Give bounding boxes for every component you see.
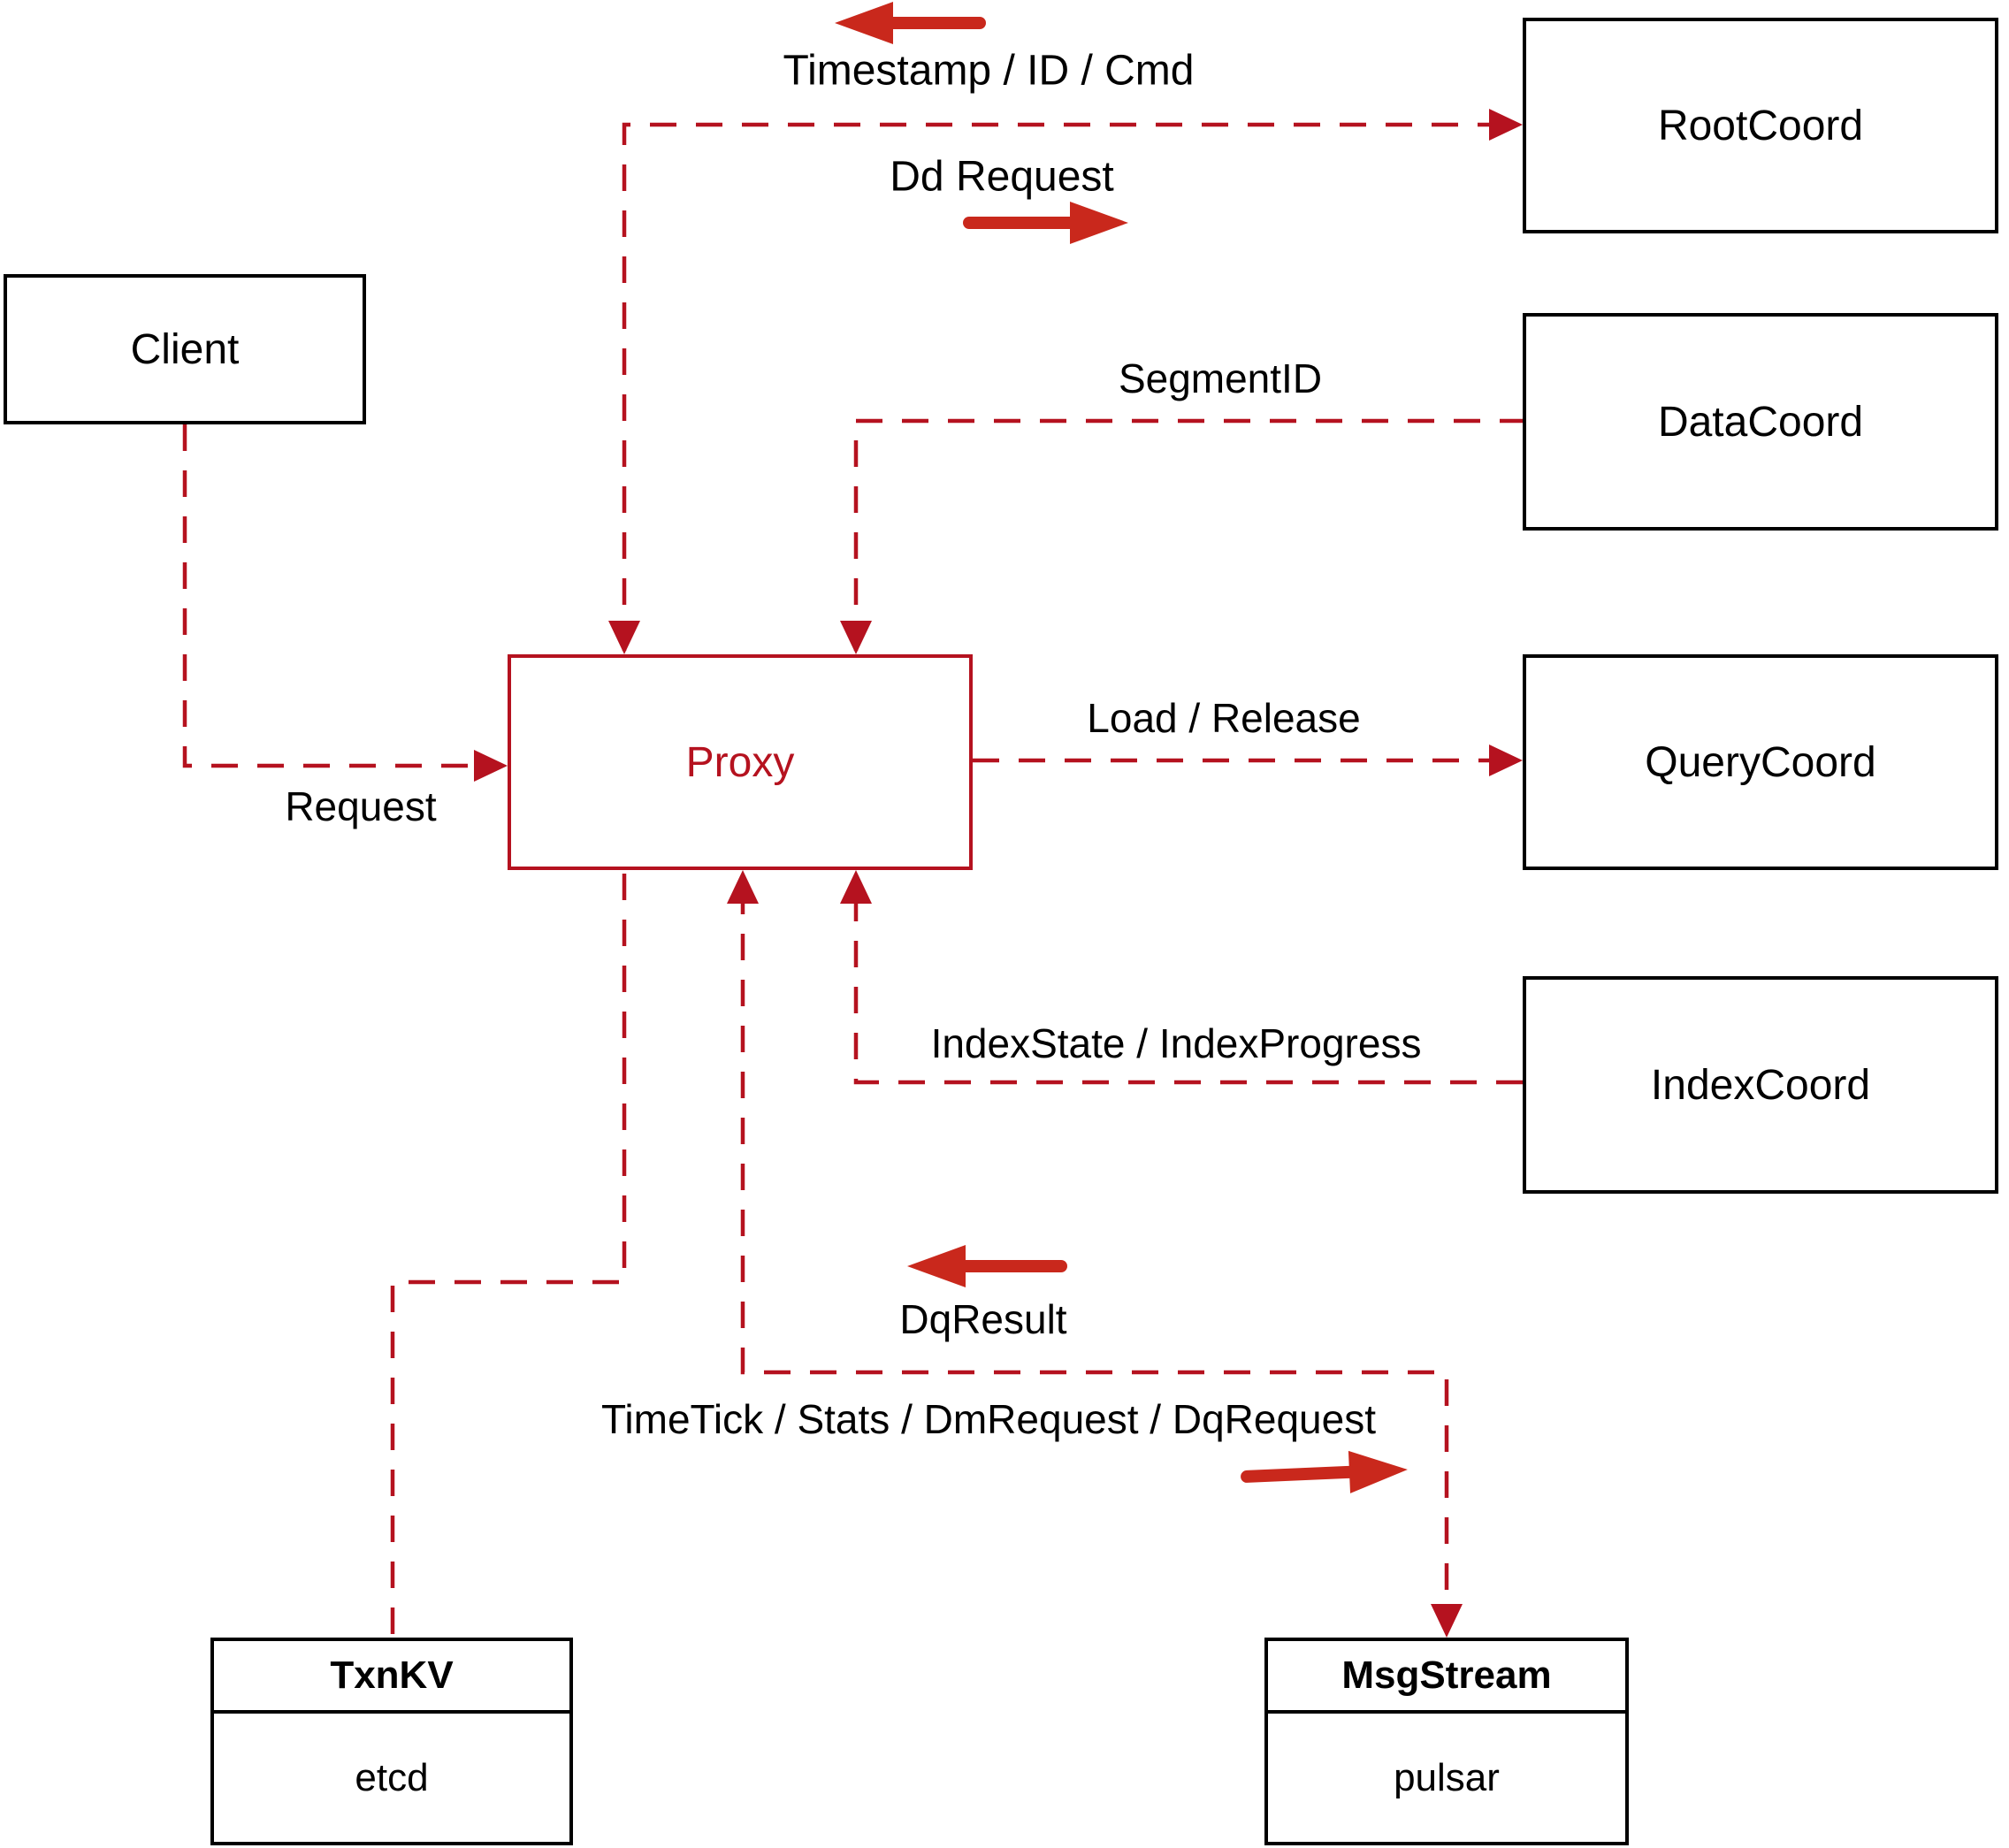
- edge-label-dd-request: Dd Request: [890, 153, 1114, 201]
- edge-label-timestamp-id-cmd: Timestamp / ID / Cmd: [783, 47, 1195, 95]
- node-msgstream: MsgStream pulsar: [1264, 1638, 1629, 1845]
- node-client: Client: [4, 274, 366, 424]
- node-proxy-label: Proxy: [685, 738, 795, 786]
- node-querycoord-label: QueryCoord: [1645, 738, 1876, 786]
- node-txnkv: TxnKV etcd: [210, 1638, 573, 1845]
- node-txnkv-title: TxnKV: [214, 1641, 569, 1714]
- arrow-right-icon-timetick: [1241, 1450, 1408, 1493]
- connector-proxy-msgstream: [740, 888, 1449, 1620]
- connector-proxy-rootcoord: [622, 122, 1505, 651]
- connector-indexcoord-proxy: [853, 888, 1523, 1085]
- arrowhead-into-proxy-top-left: [608, 621, 640, 654]
- arrowhead-into-proxy-bottom-middle: [727, 870, 759, 904]
- node-msgstream-impl: pulsar: [1394, 1755, 1500, 1799]
- node-indexcoord-label: IndexCoord: [1650, 1061, 1871, 1109]
- edge-label-segment-id: SegmentID: [1118, 355, 1323, 401]
- node-txnkv-impl: etcd: [355, 1755, 429, 1799]
- arrowhead-into-proxy-left: [474, 750, 508, 782]
- arrowhead-into-proxy-bottom-right: [840, 870, 872, 904]
- node-datacoord: DataCoord: [1523, 313, 1998, 531]
- edge-label-dq-result: DqResult: [899, 1296, 1067, 1342]
- edge-label-index-state: IndexState / IndexProgress: [930, 1020, 1422, 1066]
- node-rootcoord: RootCoord: [1523, 18, 1998, 233]
- arrow-left-icon: [835, 2, 986, 44]
- connector-datacoord-proxy: [853, 418, 1523, 651]
- arrowhead-into-querycoord: [1489, 745, 1523, 776]
- arrowhead-into-msgstream: [1431, 1604, 1463, 1638]
- node-querycoord: QueryCoord: [1523, 654, 1998, 870]
- node-proxy: Proxy: [508, 654, 973, 870]
- connector-proxy-txnkv: [390, 874, 627, 1636]
- node-datacoord-label: DataCoord: [1657, 398, 1864, 446]
- edge-label-time-tick: TimeTick / Stats / DmRequest / DqRequest: [601, 1396, 1376, 1442]
- node-client-label: Client: [130, 325, 240, 373]
- arrow-right-icon-dd-request: [963, 202, 1128, 244]
- edge-label-request: Request: [285, 783, 437, 829]
- arrow-left-icon-dqresult: [907, 1245, 1067, 1287]
- arrowhead-into-proxy-top-right: [840, 621, 872, 654]
- node-indexcoord: IndexCoord: [1523, 976, 1998, 1194]
- edge-label-load-release: Load / Release: [1087, 695, 1361, 741]
- node-msgstream-title: MsgStream: [1268, 1641, 1625, 1714]
- arrowhead-into-rootcoord: [1489, 109, 1523, 141]
- connector-client-proxy: [182, 424, 490, 768]
- node-rootcoord-label: RootCoord: [1657, 102, 1864, 149]
